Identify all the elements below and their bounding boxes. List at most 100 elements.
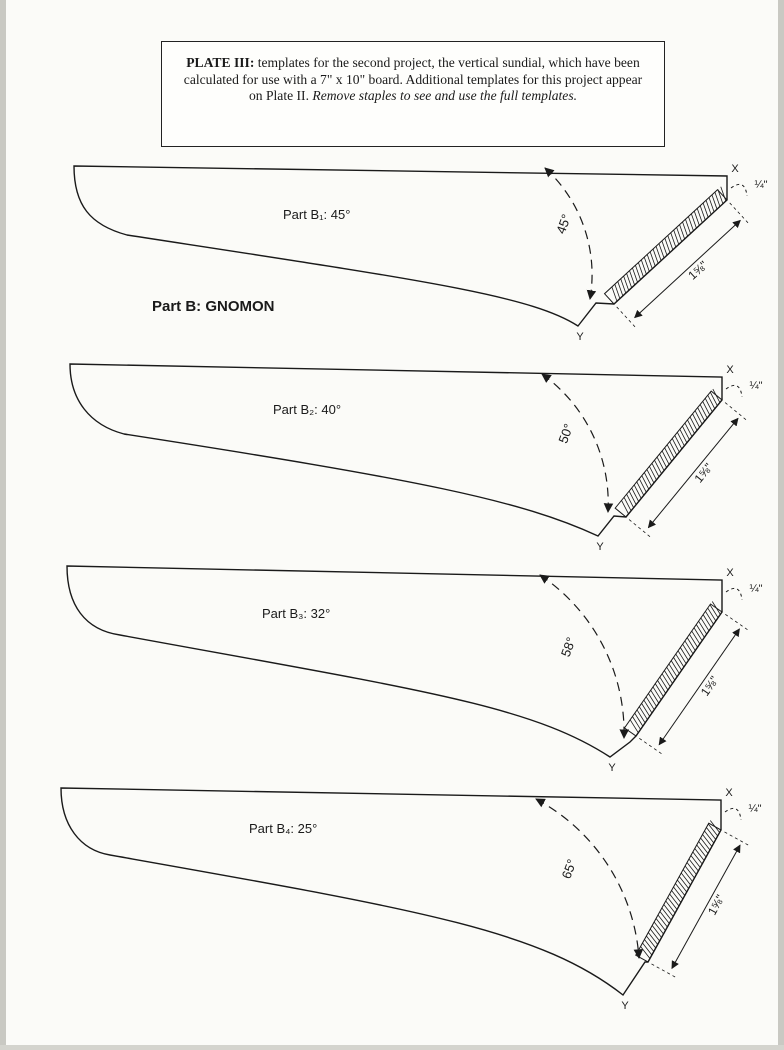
template-name: Part B₄: 25°	[249, 821, 317, 836]
hatch-line	[689, 634, 698, 648]
hatch-line	[669, 441, 678, 456]
hatch-line	[629, 270, 635, 286]
hatch-line	[661, 907, 672, 921]
left-page-edge	[0, 0, 6, 1050]
hatch-line	[708, 197, 715, 213]
hatch-line	[677, 879, 688, 893]
hatch-line	[696, 844, 707, 858]
hatch-line	[655, 918, 666, 931]
gap-dimension	[730, 183, 748, 197]
gap-label: ¼"	[749, 380, 762, 392]
template-name: Part B₃: 32°	[262, 606, 330, 621]
gnomon-template-2: 50°Part B₂: 40°XY¼"1⅝"	[69, 363, 763, 553]
length-dimension	[671, 844, 741, 970]
hatch-line	[666, 444, 675, 459]
extension-line	[729, 202, 751, 226]
hatch-line	[648, 932, 658, 945]
hatch-line	[684, 640, 694, 655]
template-outline	[73, 165, 728, 327]
hatch-line	[669, 893, 680, 907]
hatch-line	[628, 490, 637, 505]
hatch-line	[689, 416, 698, 431]
vertex-y-label: Y	[608, 762, 616, 774]
hatch-line	[652, 686, 662, 701]
angle-arc	[539, 574, 630, 739]
hatch-line	[641, 703, 651, 717]
hatch-line	[674, 435, 683, 450]
hatch-line	[700, 837, 711, 851]
hatch-line	[661, 673, 671, 687]
gap-dimension	[725, 587, 743, 601]
gap-label: ¼"	[754, 179, 767, 191]
hatch-line	[694, 410, 703, 425]
hatch-line	[677, 650, 687, 664]
hatch-line	[643, 699, 653, 714]
hatch-line	[632, 716, 641, 730]
hatch-line	[636, 481, 645, 496]
vertex-y-label: Y	[576, 331, 584, 343]
hatch-line	[623, 497, 632, 511]
hatch-line	[692, 851, 703, 865]
hatch-line	[656, 456, 665, 471]
hatch-line	[686, 862, 697, 875]
hatched-strip	[623, 603, 723, 737]
plate-caption-box: PLATE III: templates for the second proj…	[161, 41, 665, 147]
hatch-line	[654, 460, 662, 474]
length-dimension	[647, 417, 739, 529]
vertex-x-label: X	[725, 787, 733, 799]
hatch-line	[666, 667, 676, 681]
hatch-line	[702, 401, 711, 416]
hatch-line	[626, 494, 634, 508]
hatch-line	[665, 900, 676, 914]
hatch-line	[691, 630, 701, 645]
hatch-line	[631, 487, 640, 502]
hatch-line	[649, 466, 657, 481]
vertex-y-label: Y	[621, 1000, 629, 1012]
hatch-line	[664, 670, 673, 684]
hatch-line	[709, 820, 720, 833]
hatch-line	[690, 855, 701, 868]
hatch-line	[634, 713, 644, 727]
angle-label: 65°	[559, 857, 580, 881]
hatch-line	[702, 202, 709, 218]
hatch-line	[682, 869, 693, 882]
hatch-line	[617, 281, 624, 297]
hatch-line	[702, 614, 712, 628]
angle-label: 58°	[558, 635, 579, 659]
hatch-line	[675, 653, 685, 668]
bottom-page-edge	[0, 1045, 784, 1050]
hatch-line	[611, 286, 618, 302]
length-label: 1⅝"	[691, 460, 715, 485]
hatch-line	[699, 205, 706, 221]
gap-label: ¼"	[748, 803, 761, 815]
hatch-line	[621, 500, 629, 515]
hatched-strip	[614, 390, 723, 518]
hatch-line	[629, 719, 639, 733]
hatch-line	[636, 709, 646, 724]
length-dimension	[658, 628, 740, 746]
plate-caption-lead: PLATE III:	[186, 55, 255, 70]
extension-line	[628, 519, 653, 539]
hatch-line	[712, 388, 721, 403]
hatch-line	[659, 453, 667, 468]
hatch-line	[671, 890, 682, 903]
hatch-line	[667, 897, 678, 910]
hatch-line	[698, 620, 708, 635]
hatch-line	[704, 830, 715, 844]
extension-line	[616, 306, 638, 330]
length-dimension	[634, 219, 741, 319]
hatch-line	[671, 438, 680, 453]
hatch-line	[706, 827, 717, 840]
angle-label: 45°	[553, 212, 574, 236]
hatch-line	[697, 407, 706, 422]
hatch-line	[687, 419, 695, 434]
hatch-line	[650, 690, 660, 704]
vertex-y-label: Y	[596, 541, 604, 553]
templates-layer: 45°Part B₁: 45°XY¼"1⅝"50°Part B₂: 40°XY¼…	[60, 163, 768, 1012]
hatch-line	[642, 942, 653, 956]
vertex-x-label: X	[731, 163, 739, 175]
angle-arc	[535, 798, 644, 959]
hatch-line	[654, 683, 664, 697]
hatch-line	[686, 637, 696, 651]
plate-caption-body: templates for the second project, the ve…	[183, 55, 643, 103]
